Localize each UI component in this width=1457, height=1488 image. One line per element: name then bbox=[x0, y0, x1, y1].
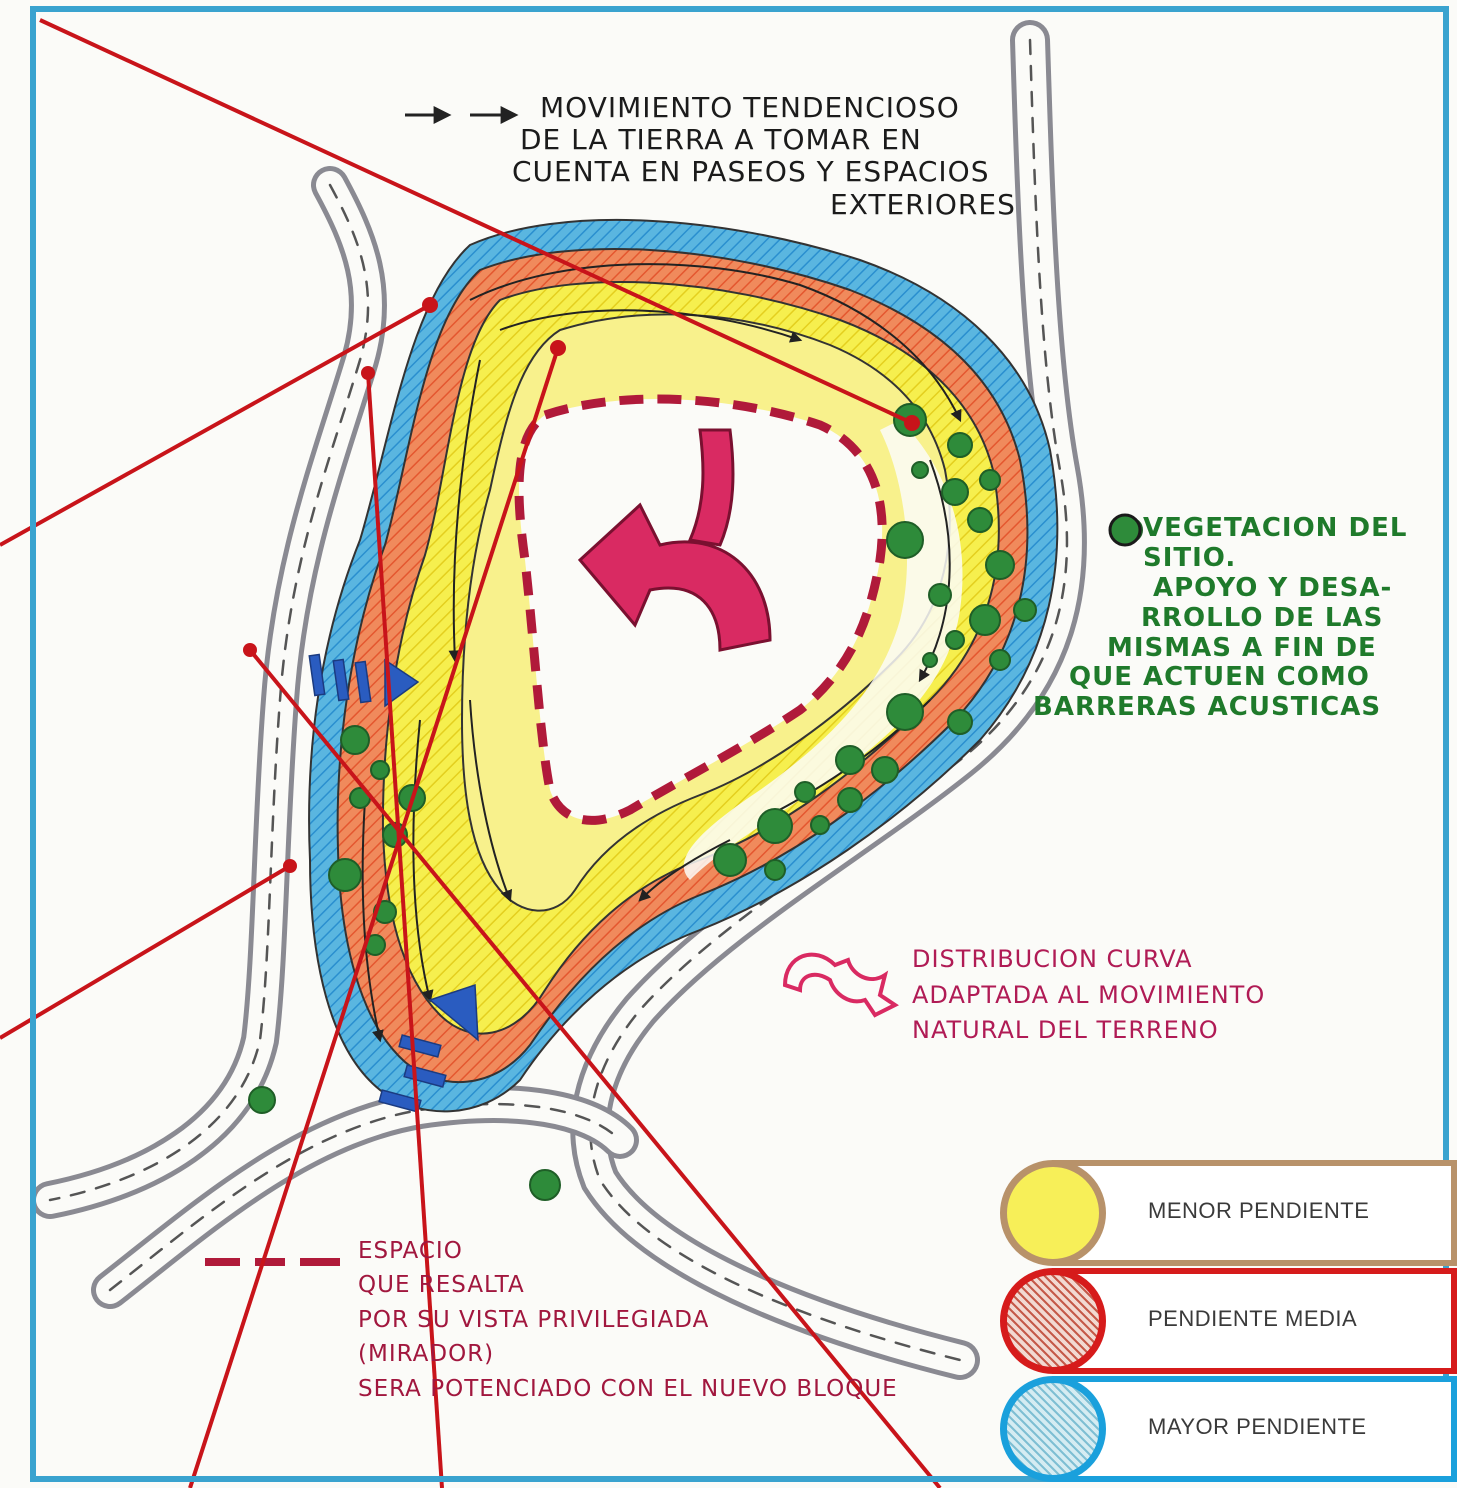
note-line: de la tierra a tomar en bbox=[520, 124, 1016, 156]
note-line: exteriores bbox=[830, 189, 1016, 221]
note-curved-distribution: Distribucion curva adaptada al movimient… bbox=[912, 946, 1265, 1053]
legend-label: MENOR PENDIENTE bbox=[1148, 1198, 1369, 1224]
legend-label: MAYOR PENDIENTE bbox=[1148, 1414, 1367, 1440]
note-line: barreras acusticas bbox=[1033, 693, 1407, 723]
legend-label: PENDIENTE MEDIA bbox=[1148, 1306, 1357, 1332]
note-line: Espacio bbox=[358, 1238, 898, 1264]
note-line: natural del terreno bbox=[912, 1017, 1265, 1045]
note-line: sera potenciado con el nuevo bloque bbox=[358, 1376, 898, 1402]
note-line: por su vista privilegiada bbox=[358, 1307, 898, 1333]
legend-item-medium-slope: PENDIENTE MEDIA bbox=[1000, 1268, 1457, 1374]
note-line: mismas a fin de bbox=[1107, 634, 1407, 664]
legend-item-low-slope: MENOR PENDIENTE bbox=[1000, 1160, 1457, 1266]
note-line: que actuen como bbox=[1069, 663, 1407, 693]
note-line: (mirador) bbox=[358, 1341, 898, 1367]
note-line: Distribucion curva bbox=[912, 946, 1265, 974]
note-line: cuenta en paseos y espacios bbox=[512, 156, 1016, 188]
legend-swatch-low bbox=[1000, 1160, 1106, 1266]
vegetation-legend-icon bbox=[1110, 515, 1140, 545]
legend-swatch-high bbox=[1000, 1376, 1106, 1482]
legend-swatch-medium bbox=[1000, 1268, 1106, 1374]
curve-arrow-legend-icon bbox=[785, 955, 895, 1015]
note-line: que resalta bbox=[358, 1272, 898, 1298]
note-vegetation: Vegetacion del sitio. Apoyo y desa- rrol… bbox=[1143, 514, 1407, 723]
note-line: rrollo de las bbox=[1141, 604, 1407, 634]
legend-item-high-slope: MAYOR PENDIENTE bbox=[1000, 1376, 1457, 1482]
note-earth-movement: Movimiento Tendencioso de la tierra a to… bbox=[540, 92, 1016, 221]
slope-legend: MENOR PENDIENTE PENDIENTE MEDIA MAYOR PE… bbox=[1000, 1160, 1457, 1488]
note-mirador: Espacio que resalta por su vista privile… bbox=[358, 1238, 898, 1410]
note-line: sitio. bbox=[1143, 544, 1407, 574]
note-line: adaptada al movimiento bbox=[912, 982, 1265, 1010]
note-line: Apoyo y desa- bbox=[1153, 574, 1407, 604]
note-line: Movimiento Tendencioso bbox=[540, 92, 1016, 124]
note-line: Vegetacion del bbox=[1143, 514, 1407, 544]
